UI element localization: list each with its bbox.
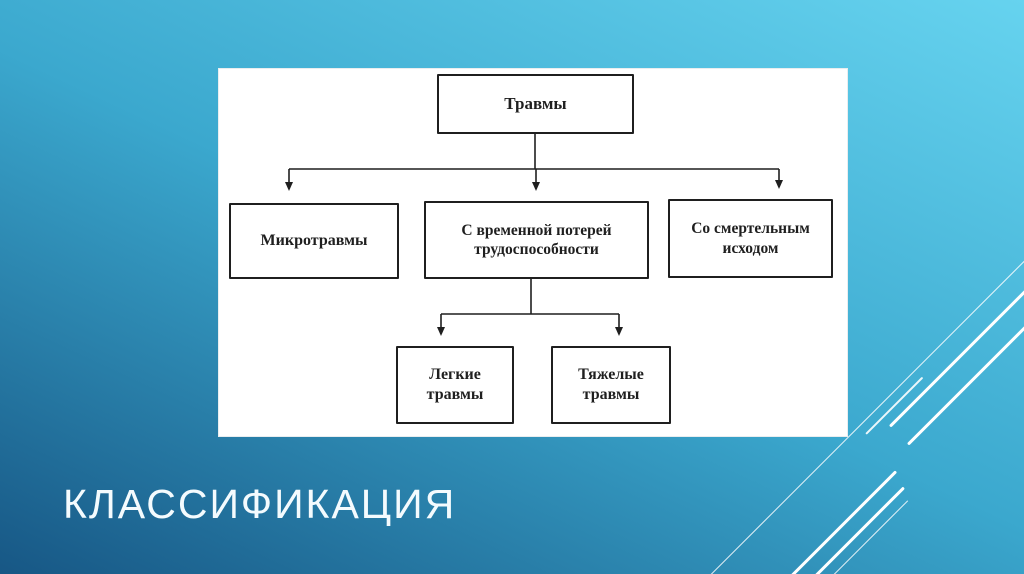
diagram-node-root: Травмы (437, 74, 634, 134)
decorative-diagonal-line (906, 316, 1024, 446)
decorative-diagonal-line (810, 486, 905, 574)
decorative-diagonal-line (888, 284, 1024, 428)
slide-title: КЛАССИФИКАЦИЯ (63, 481, 457, 527)
diagram-node-temporary-disability: С временной потерей трудоспособности (424, 201, 649, 279)
diagram-node-microtrauma: Микротравмы (229, 203, 399, 279)
diagram-node-severe-injuries: Тяжелые травмы (551, 346, 671, 424)
connector-lines (285, 134, 783, 336)
decorative-diagonal-line (788, 470, 898, 574)
decorative-diagonal-line (865, 376, 924, 435)
diagram-node-fatal-outcome: Со смертельным исходом (668, 199, 833, 278)
decorative-diagonal-line (829, 500, 909, 574)
diagram-node-light-injuries: Легкие травмы (396, 346, 514, 424)
scanned-diagram-panel: Травмы Микротравмы С временной потерей т… (218, 68, 848, 437)
